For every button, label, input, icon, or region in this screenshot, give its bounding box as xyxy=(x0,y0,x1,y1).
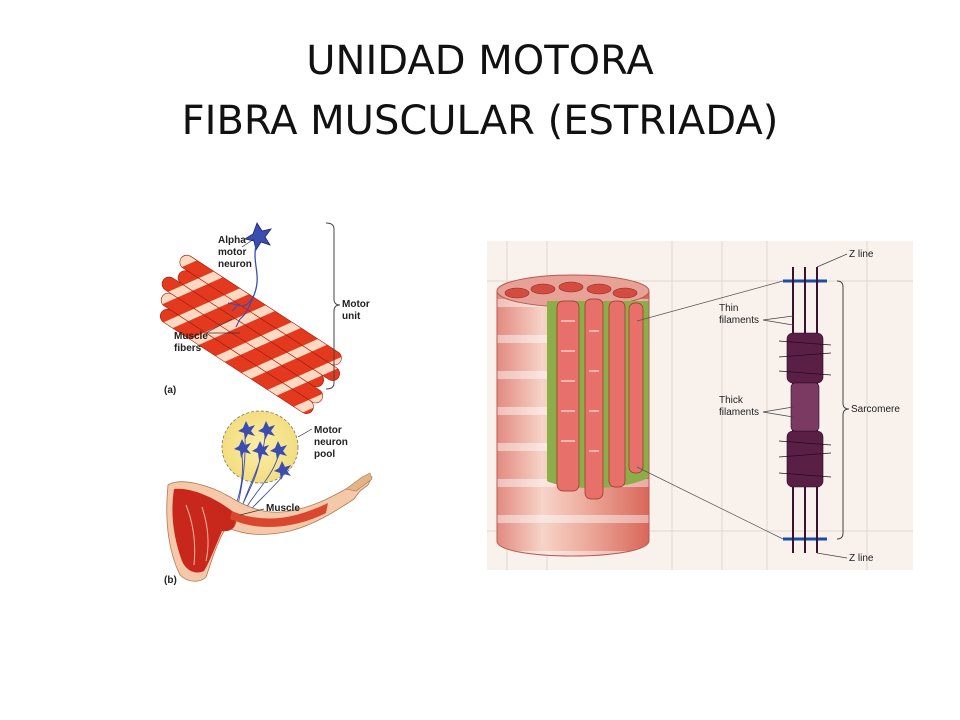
alpha-label-2: motor xyxy=(218,247,246,258)
muscle-fibers-label-2: fibers xyxy=(174,343,202,354)
alpha-label-1: Alpha xyxy=(218,235,246,246)
sarcomere-bracket xyxy=(836,280,850,540)
arm-illustration xyxy=(166,472,373,582)
z-line-top-label: Z line xyxy=(849,249,874,260)
slide-title-line1: UNIDAD MOTORA xyxy=(306,38,654,84)
pool-label-2: neuron xyxy=(314,437,348,448)
muscle-fibers-label-1: Muscle xyxy=(174,331,208,342)
thick-filaments-label-2: filaments xyxy=(719,407,759,418)
projection-lines xyxy=(636,280,784,540)
panel-a-label: (a) xyxy=(164,385,176,396)
motor-unit-figure: Alpha motor neuron Muscle fibers Motor u… xyxy=(159,222,373,586)
motor-unit-bracket xyxy=(325,222,341,390)
sarcomere-label: Sarcomere xyxy=(851,404,900,415)
motor-neuron-pool-icon xyxy=(221,410,299,516)
pool-label-3: pool xyxy=(314,449,335,460)
pool-label-1: Motor xyxy=(314,425,342,436)
sarcomere-diagram xyxy=(778,267,832,553)
thin-filaments-label-2: filaments xyxy=(719,315,759,326)
alpha-motor-neuron-icon xyxy=(227,222,272,328)
motor-unit-label-2: unit xyxy=(342,311,361,322)
z-line-bottom-label: Z line xyxy=(849,553,874,564)
muscle-fiber-bundle xyxy=(159,254,342,414)
slide-title-line2: FIBRA MUSCULAR (ESTRIADA) xyxy=(181,98,779,144)
muscle-label: Muscle xyxy=(266,503,300,514)
alpha-label-3: neuron xyxy=(218,259,252,270)
panel-b-label: (b) xyxy=(164,575,177,586)
thick-filaments-label-1: Thick xyxy=(719,395,744,406)
thin-filaments-label-1: Thin xyxy=(719,303,738,314)
muscle-fiber-cylinder xyxy=(496,274,650,557)
motor-unit-label-1: Motor xyxy=(342,299,370,310)
muscle-fiber-figure: Z line Thin filaments Thick filaments Sa… xyxy=(487,241,913,570)
